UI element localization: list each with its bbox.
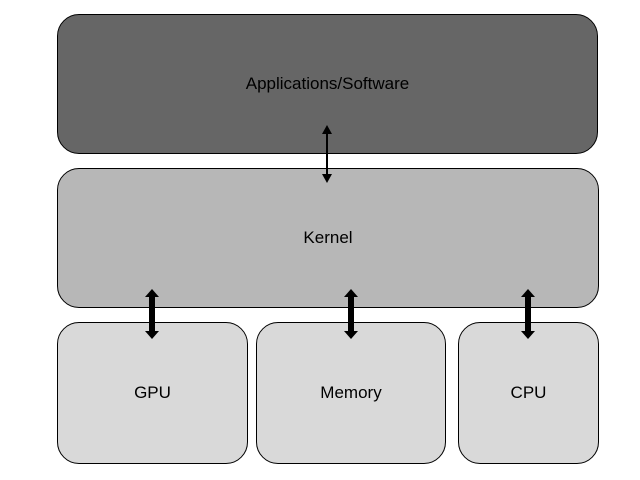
gpu-box: GPU	[57, 322, 248, 464]
kernel-box: Kernel	[57, 168, 599, 308]
applications-software-box: Applications/Software	[57, 14, 598, 154]
cpu-box: CPU	[458, 322, 599, 464]
kernel-label: Kernel	[303, 228, 353, 247]
cpu-label: CPU	[510, 383, 547, 402]
applications-software-label: Applications/Software	[245, 74, 410, 93]
gpu-label: GPU	[134, 383, 171, 402]
memory-box: Memory	[256, 322, 446, 464]
memory-label: Memory	[320, 383, 382, 402]
